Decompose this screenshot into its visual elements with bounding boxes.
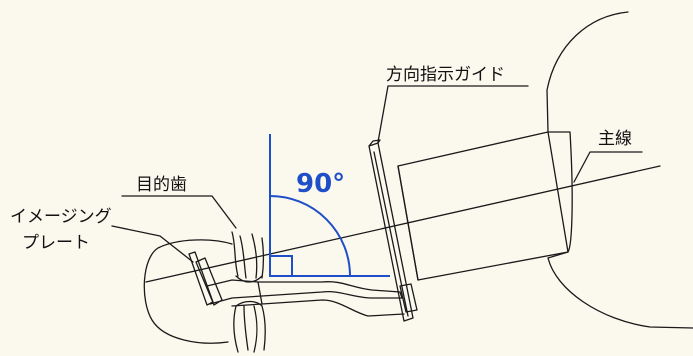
leader-main-line [573, 151, 643, 183]
indicator-arm-lower [231, 299, 405, 317]
angle-label: 90° [296, 169, 345, 199]
target-tooth-lower [233, 300, 266, 353]
bite-block [195, 257, 223, 306]
angle-arc [269, 195, 351, 277]
direction-indicator-guide [368, 142, 414, 322]
main-line-label: 主線 [598, 129, 632, 149]
leader-imaging-plate [111, 225, 194, 263]
main-axis-line [145, 165, 661, 283]
target-tooth-upper [231, 231, 265, 283]
direction-guide-label: 方向指示ガイド [386, 65, 505, 85]
leader-target-tooth [121, 195, 237, 229]
indicator-arm [206, 279, 403, 305]
right-angle-square [269, 255, 293, 277]
guide-base-block [399, 283, 418, 313]
indicator-arm-detail [257, 281, 263, 305]
guide-tab-top [368, 139, 381, 147]
leader-direction-guide [377, 85, 529, 143]
xray-head-outline [546, 11, 693, 329]
imaging-plate-label-line1: イメージング [10, 207, 112, 227]
guide-inner-edge [373, 151, 409, 317]
mouth-outline [143, 239, 233, 344]
imaging-plate [188, 251, 214, 306]
right-angle-indicator [269, 134, 390, 277]
target-tooth-label: 目的歯 [136, 175, 187, 195]
imaging-plate-label-line2: プレート [22, 233, 90, 253]
